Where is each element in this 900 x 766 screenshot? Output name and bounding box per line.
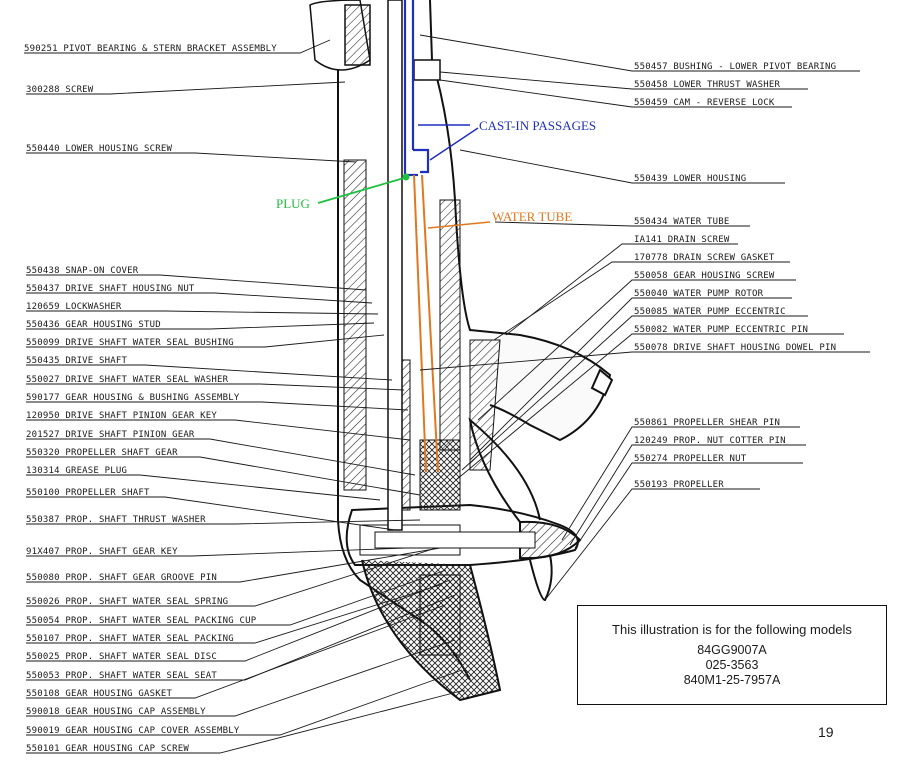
part-label: 120659 LOCKWASHER	[26, 302, 122, 312]
part-label: IA141 DRAIN SCREW	[634, 235, 730, 245]
stern-bracket	[309, 0, 441, 81]
part-label: 300288 SCREW	[26, 85, 94, 95]
part-label: 550082 WATER PUMP ECCENTRIC PIN	[634, 325, 809, 335]
model-number: 84GG9007A	[697, 643, 767, 657]
part-label: 550193 PROPELLER	[634, 480, 724, 490]
part-label: 550434 WATER TUBE	[634, 217, 730, 227]
part-label: 550054 PROP. SHAFT WATER SEAL PACKING CU…	[26, 616, 257, 626]
part-label: 550274 PROPELLER NUT	[634, 454, 747, 464]
part-label: 550040 WATER PUMP ROTOR	[634, 289, 764, 299]
model-caption-box: This illustration is for the following m…	[577, 605, 887, 705]
part-label: 550438 SNAP-ON COVER	[26, 266, 139, 276]
part-label: 550435 DRIVE SHAFT	[26, 356, 128, 366]
part-label: 91X407 PROP. SHAFT GEAR KEY	[26, 547, 178, 557]
part-label: 590019 GEAR HOUSING CAP COVER ASSEMBLY	[26, 726, 240, 736]
caption-title: This illustration is for the following m…	[612, 622, 852, 637]
part-label: 590177 GEAR HOUSING & BUSHING ASSEMBLY	[26, 393, 240, 403]
page-number: 19	[818, 724, 834, 740]
part-label: 550459 CAM - REVERSE LOCK	[634, 98, 775, 108]
housing-section-hatch	[343, 159, 536, 656]
part-label: 590251 PIVOT BEARING & STERN BRACKET ASS…	[24, 44, 277, 54]
part-label: 120950 DRIVE SHAFT PINION GEAR KEY	[26, 411, 218, 421]
part-label: 550457 BUSHING - LOWER PIVOT BEARING	[634, 62, 837, 72]
part-label: 550387 PROP. SHAFT THRUST WASHER	[26, 515, 206, 525]
part-label: 550099 DRIVE SHAFT WATER SEAL BUSHING	[26, 338, 234, 348]
cast-in-passages	[403, 0, 479, 177]
part-label: 201527 DRIVE SHAFT PINION GEAR	[26, 430, 195, 440]
part-label: 550025 PROP. SHAFT WATER SEAL DISC	[26, 652, 218, 662]
part-label: 550437 DRIVE SHAFT HOUSING NUT	[26, 284, 195, 294]
part-label: 550085 WATER PUMP ECCENTRIC	[634, 307, 786, 317]
part-label: 550861 PROPELLER SHEAR PIN	[634, 418, 781, 428]
part-label: 550101 GEAR HOUSING CAP SCREW	[26, 744, 189, 754]
water-tube-label: WATER TUBE	[492, 209, 573, 224]
part-label: 550107 PROP. SHAFT WATER SEAL PACKING	[26, 634, 234, 644]
part-label: 550027 DRIVE SHAFT WATER SEAL WASHER	[26, 375, 229, 385]
drive-shaft	[387, 0, 403, 531]
plug-marker	[317, 173, 410, 204]
leader-lines-left	[24, 39, 466, 754]
part-label: 170778 DRAIN SCREW GASKET	[634, 253, 775, 263]
part-label: 550320 PROPELLER SHAFT GEAR	[26, 448, 178, 458]
part-label: 590018 GEAR HOUSING CAP ASSEMBLY	[26, 707, 206, 717]
model-number: 025-3563	[705, 658, 759, 672]
part-label: 550078 DRIVE SHAFT HOUSING DOWEL PIN	[634, 343, 837, 353]
part-label: 550108 GEAR HOUSING GASKET	[26, 689, 173, 699]
part-label: 550026 PROP. SHAFT WATER SEAL SPRING	[26, 597, 229, 607]
part-label: 550080 PROP. SHAFT GEAR GROOVE PIN	[26, 573, 218, 583]
part-label: 550458 LOWER THRUST WASHER	[634, 80, 781, 90]
part-label: 550439 LOWER HOUSING	[634, 174, 747, 184]
part-label: 550053 PROP. SHAFT WATER SEAL SEAT	[26, 671, 218, 681]
leader-lines-right	[419, 34, 870, 601]
part-label: 120249 PROP. NUT COTTER PIN	[634, 436, 786, 446]
cast-in-passages-label: CAST-IN PASSAGES	[479, 118, 597, 133]
part-label: 550436 GEAR HOUSING STUD	[26, 320, 161, 330]
model-number: 840M1-25-7957A	[683, 673, 781, 687]
plug-label: PLUG	[276, 196, 310, 211]
part-label: 550100 PROPELLER SHAFT	[26, 488, 150, 498]
part-label: 130314 GREASE PLUG	[26, 466, 128, 476]
water-tube	[413, 174, 491, 473]
part-label: 550058 GEAR HOUSING SCREW	[634, 271, 775, 281]
part-label: 550440 LOWER HOUSING SCREW	[26, 144, 173, 154]
